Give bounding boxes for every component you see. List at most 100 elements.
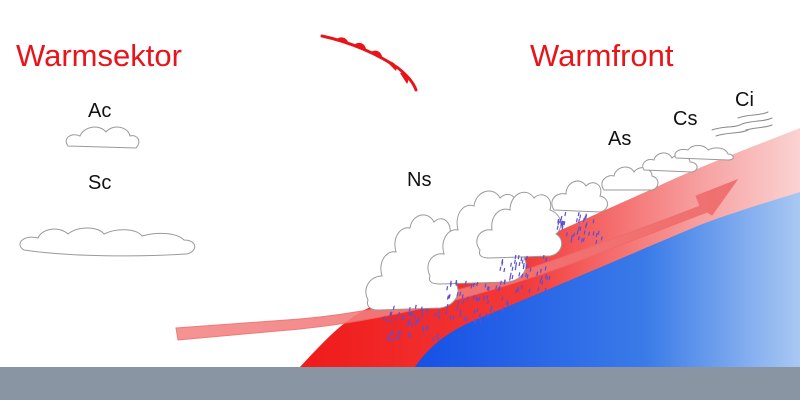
rain-drop — [570, 238, 573, 243]
rain-drop — [389, 312, 392, 317]
rain-drop — [462, 299, 465, 304]
rain-drop — [506, 300, 508, 305]
rain-drop — [479, 313, 481, 318]
rain-drop — [520, 256, 523, 262]
ground — [0, 367, 800, 400]
label-cs: Cs — [673, 108, 697, 130]
rain-drop — [546, 276, 549, 281]
rain-drop — [461, 294, 464, 299]
label-ci: Ci — [735, 89, 754, 111]
rain-drop — [518, 272, 521, 277]
rain-drop — [571, 234, 573, 240]
rain-drop — [492, 311, 495, 316]
rain-drop — [399, 330, 402, 335]
nimbostratus-cloud-1 — [365, 214, 464, 311]
rain-drop — [564, 211, 567, 217]
rain-drop — [437, 336, 440, 342]
rain-drop — [472, 282, 475, 288]
label-ns: Ns — [407, 169, 431, 191]
rain-drop — [387, 335, 390, 340]
rain-drop — [490, 305, 493, 310]
rain-drop — [577, 211, 580, 217]
rain-drop — [392, 305, 395, 310]
altostratus-cloud-2 — [601, 166, 659, 191]
rain-drop — [456, 306, 459, 311]
rain-drop — [459, 291, 462, 296]
rain-drop — [575, 218, 578, 223]
rain-drop — [520, 284, 523, 290]
rain-drop — [449, 315, 452, 320]
rain-drop — [459, 313, 462, 318]
rain-drop — [452, 315, 455, 321]
rain-drop — [485, 313, 488, 318]
rain-drop — [487, 299, 489, 305]
rain-drop — [414, 315, 417, 320]
rain-drop — [514, 254, 517, 260]
rain-drop — [584, 223, 587, 229]
rain-drop — [595, 232, 598, 238]
rain-drop — [497, 286, 500, 292]
rain-drop — [456, 292, 459, 297]
rain-drop — [396, 333, 399, 339]
rain-drop — [445, 310, 448, 315]
rain-drop — [398, 329, 401, 335]
rain-drop — [397, 311, 400, 317]
warm-sector-title: Warmsektor — [16, 38, 182, 73]
rain-drop — [478, 296, 481, 302]
rain-drop — [536, 271, 539, 276]
rain-drop — [473, 318, 476, 323]
rain-drop — [487, 286, 490, 291]
rain-drop — [595, 239, 598, 245]
rain-drop — [525, 255, 528, 261]
rain-drop — [466, 296, 469, 301]
rain-drop — [389, 318, 392, 324]
rain-drop — [420, 306, 423, 311]
rain-drop — [482, 295, 485, 300]
rain-drop — [592, 219, 595, 224]
rain-drop — [409, 333, 412, 338]
rain-drop — [438, 314, 440, 320]
rain-drop — [390, 311, 393, 316]
rain-drop — [576, 230, 579, 235]
rain-drop — [577, 226, 580, 231]
rain-drop — [579, 226, 582, 232]
rain-drop — [408, 318, 411, 324]
rain-drop — [446, 295, 449, 300]
rain-drop — [541, 280, 544, 285]
cirrostratus-cloud — [674, 145, 734, 161]
rain-drop — [545, 257, 548, 262]
rain-drop — [511, 266, 514, 271]
rain-drop — [476, 297, 479, 302]
rain-drop — [544, 287, 547, 293]
rain-drop — [525, 272, 528, 278]
rain-drop — [425, 308, 428, 313]
rain-drop — [447, 294, 450, 299]
rain-drop — [421, 309, 424, 314]
rain-drop — [583, 230, 586, 235]
rain-drop — [475, 296, 478, 301]
rain-drop — [438, 310, 440, 315]
rain-drop — [502, 306, 505, 312]
rain-drop — [408, 332, 411, 337]
rain-drop — [544, 266, 547, 271]
rain-drop — [473, 309, 476, 314]
rain-drop — [578, 218, 580, 224]
rain-drop — [474, 319, 477, 324]
nimbostratus-cloud-3 — [476, 191, 563, 259]
rain-drop — [495, 285, 498, 290]
rain-drop — [588, 231, 590, 236]
rain-drop — [449, 282, 452, 287]
rain-drop — [455, 279, 458, 285]
altocumulus-cloud — [65, 126, 140, 149]
rain-drop — [391, 330, 394, 335]
rain-drop — [501, 296, 504, 301]
rain-drop — [479, 319, 482, 324]
rain-drop — [565, 232, 568, 237]
rain-drop — [509, 276, 511, 281]
rain-drop — [525, 263, 528, 269]
rain-drop — [517, 287, 519, 292]
rain-drop — [560, 221, 563, 227]
rain-drop — [383, 316, 385, 321]
rain-drop — [432, 336, 435, 342]
